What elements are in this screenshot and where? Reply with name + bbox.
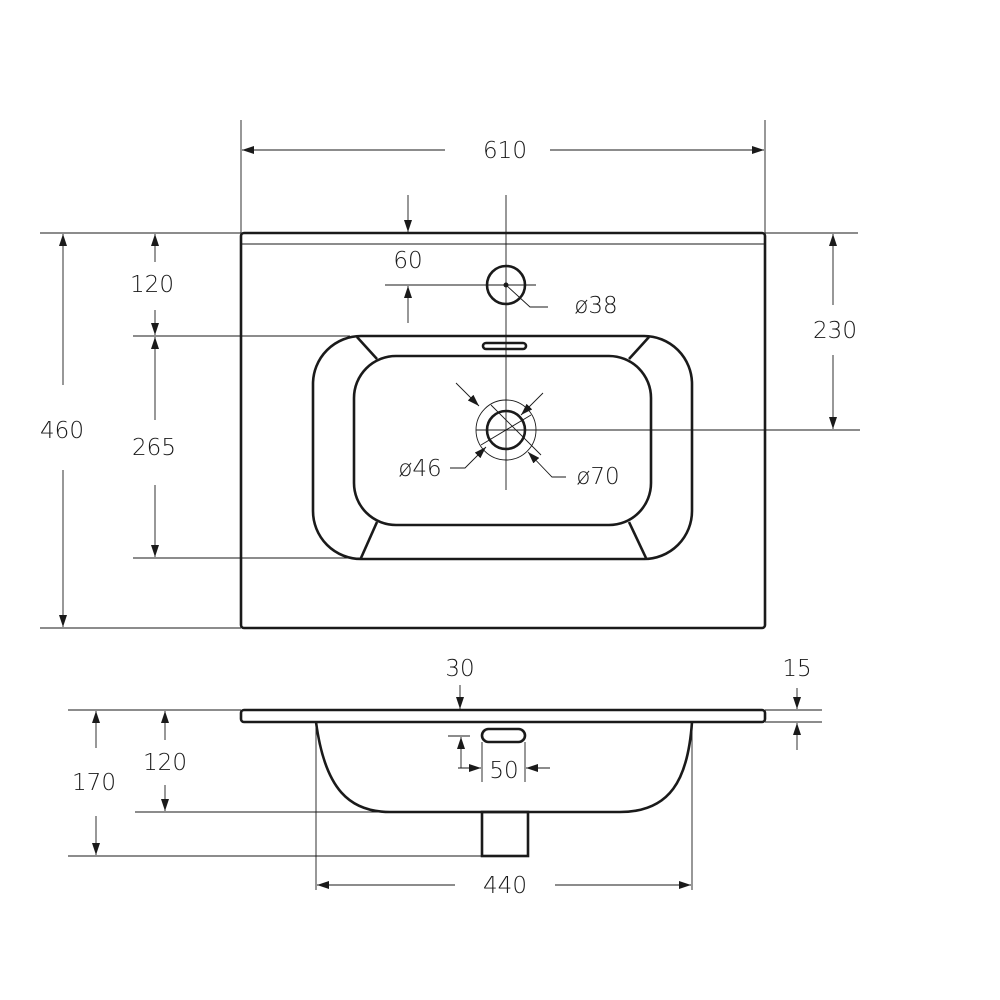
top-view: 610 460 120 265 230 60 ø38 ø46 ø7 — [40, 120, 860, 630]
dim-width: 610 — [483, 138, 527, 164]
dim-front-to-basin: 120 — [130, 272, 174, 298]
drain-pipe — [480, 810, 530, 858]
dim-basin-length: 265 — [132, 435, 176, 461]
basin-outer — [311, 334, 694, 561]
basin-corner-lines — [356, 336, 650, 559]
dim-tap-hole-diameter: ø38 — [574, 293, 617, 319]
dim-overflow-width: 50 — [489, 758, 518, 784]
dim-total-height: 170 — [72, 770, 116, 796]
overflow-slot-side — [480, 727, 527, 744]
basin-inner — [352, 354, 653, 527]
side-view: 30 15 170 120 50 440 — [68, 656, 822, 899]
countertop-outline — [239, 231, 767, 630]
slab-profile — [239, 708, 767, 724]
dim-slab-thickness: 15 — [782, 656, 811, 682]
dim-bowl-depth: 120 — [143, 750, 187, 776]
dim-tap-offset: 60 — [393, 248, 422, 274]
dim-back-to-drain: 230 — [813, 318, 857, 344]
dim-overflow-offset: 30 — [445, 656, 474, 682]
bowl-profile — [314, 721, 694, 814]
dim-drain-outer-diameter: ø70 — [576, 464, 619, 490]
dim-depth: 460 — [40, 418, 84, 444]
overflow-slot — [481, 341, 528, 351]
dim-drain-inner-diameter: ø46 — [398, 456, 441, 482]
dim-bowl-width: 440 — [483, 873, 527, 899]
